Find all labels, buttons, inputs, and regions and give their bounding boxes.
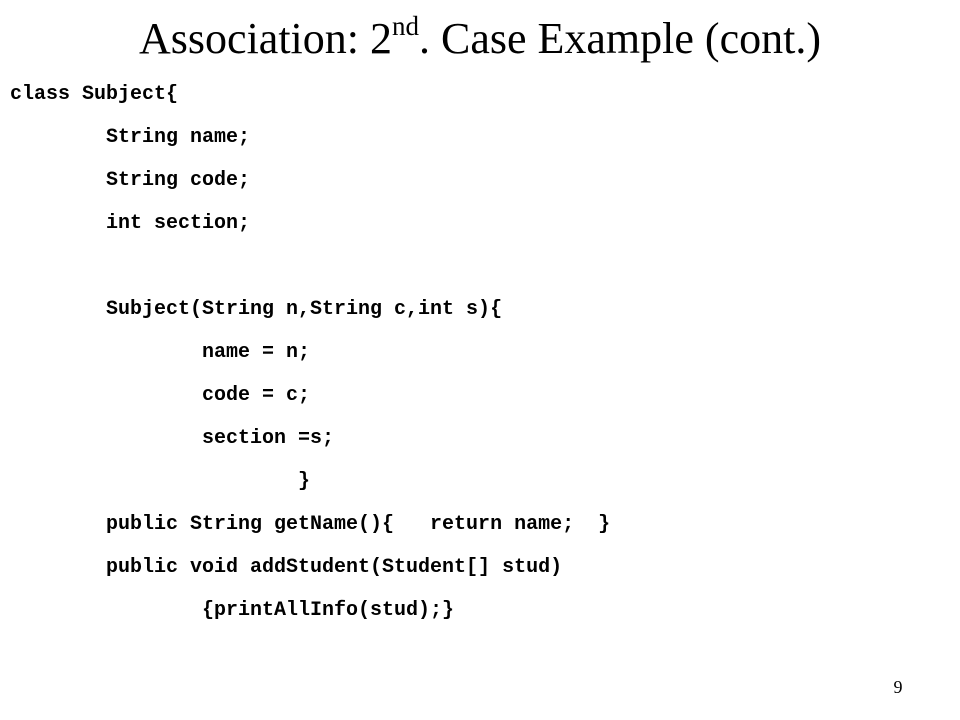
code-line-constructor-close: } [298, 470, 311, 493]
code-line-assign-name: name = n; [202, 341, 311, 364]
code-line-assign-section: section =s; [202, 427, 335, 450]
slide-title-rest: . Case Example (cont.) [419, 14, 821, 63]
code-line-getname-method: public String getName(){ return name; } [106, 513, 611, 536]
code-line-class-declaration: class Subject{ [10, 83, 179, 106]
slide-title-main: Association: 2 [139, 14, 392, 63]
code-line-name-field: String name; [106, 126, 251, 149]
code-line-addstudent-signature: public void addStudent(Student[] stud) [106, 556, 563, 579]
slide-title: Association: 2nd. Case Example (cont.) [0, 8, 960, 70]
code-line-assign-code: code = c; [202, 384, 311, 407]
code-line-constructor-signature: Subject(String n,String c,int s){ [106, 298, 503, 321]
code-line-section-field: int section; [106, 212, 251, 235]
slide-title-superscript: nd [392, 11, 419, 41]
code-line-addstudent-body: {printAllInfo(stud);} [202, 599, 455, 622]
page-number: 9 [893, 677, 903, 697]
code-line-code-field: String code; [106, 169, 251, 192]
